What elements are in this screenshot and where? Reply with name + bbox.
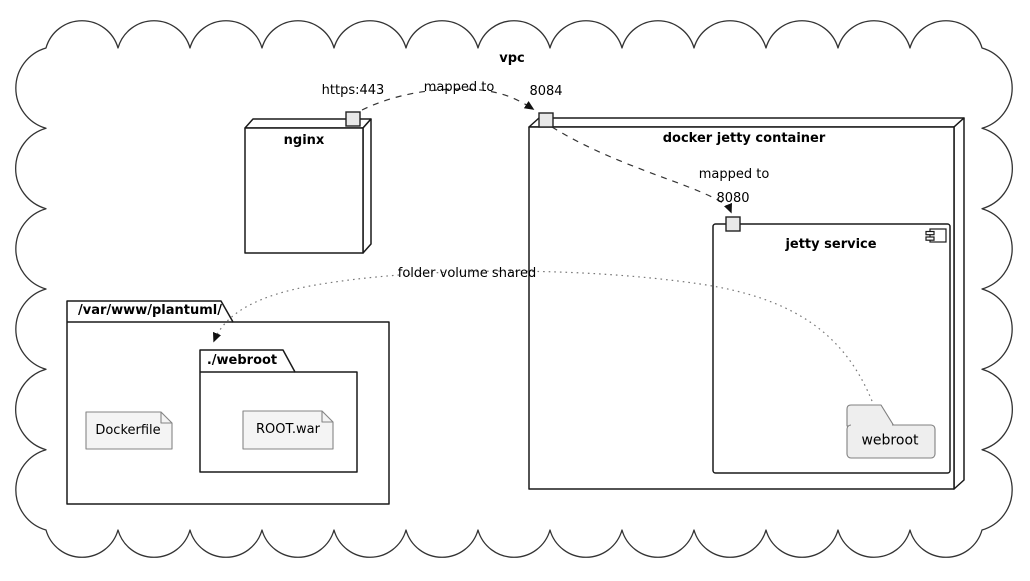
edge-volume-shared [213, 270, 873, 402]
rootwar-artifact-shape [242, 410, 334, 450]
port-https-label: https:443 [321, 82, 385, 98]
dockerfile-artifact-label: Dockerfile [95, 422, 161, 438]
nginx-node [244, 118, 372, 254]
port-8084-label: 8084 [529, 83, 563, 99]
port-8080-label: 8080 [716, 190, 750, 206]
rootwar-artifact-label: ROOT.war [256, 421, 320, 437]
rootwar-artifact-fold [321, 411, 333, 423]
docker-container-label: docker jetty container [662, 130, 826, 146]
webroot-artifact-label: webroot [861, 432, 919, 449]
port-8084 [538, 112, 554, 128]
webroot-artifact-tab [846, 404, 895, 427]
edge-nginx-to-docker [361, 88, 535, 111]
dockerfile-artifact [85, 411, 173, 450]
nginx-node-face [244, 127, 364, 254]
edge-mapped-to-label-2: mapped to [698, 166, 770, 182]
plantuml-folder-label: /var/www/plantuml/ [78, 302, 222, 318]
jetty-service-box [712, 223, 951, 474]
webroot-artifact-folder [846, 404, 936, 459]
port-8080 [725, 216, 741, 232]
jetty-service-component [712, 223, 951, 474]
component-icon [925, 228, 947, 243]
jetty-service-label: jetty service [785, 236, 877, 252]
docker-node-right-bevel [953, 117, 965, 490]
nginx-node-right-bevel [362, 118, 372, 254]
dockerfile-artifact-shape [85, 411, 173, 450]
vpc-title: vpc [499, 50, 525, 66]
docker-node-top-bevel [528, 117, 965, 128]
webroot-local-folder-label: ./webroot [206, 352, 278, 368]
rootwar-artifact [242, 410, 334, 450]
edge-mapped-to-label-1: mapped to [423, 79, 495, 95]
nginx-node-label: nginx [283, 132, 325, 148]
edge-volume-shared-label: folder volume shared [397, 265, 537, 281]
port-https-443 [345, 111, 361, 127]
edge-docker-to-jetty [551, 126, 732, 214]
dockerfile-artifact-fold [160, 412, 172, 424]
